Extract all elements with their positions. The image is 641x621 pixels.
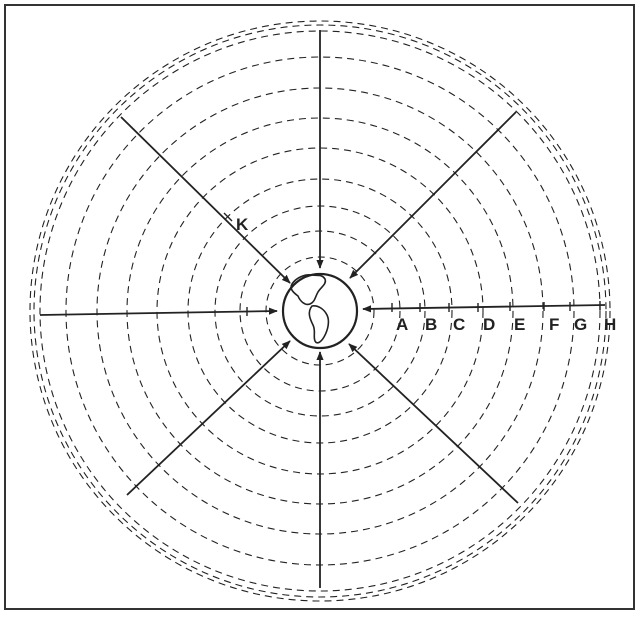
ray-top-right <box>350 112 516 278</box>
ray-ticks <box>224 213 600 316</box>
ring-label-g: G <box>574 315 587 334</box>
ring-label-d: D <box>483 315 495 334</box>
ray-top-left <box>121 117 290 283</box>
ray-left <box>40 311 277 315</box>
ring-label-h: H <box>604 315 616 334</box>
ring-label-b: B <box>425 315 437 334</box>
ray-label-k: K <box>236 215 249 234</box>
ring-labels: A B C D E F G H <box>396 315 616 334</box>
ring-label-a: A <box>396 315 408 334</box>
ring-label-e: E <box>514 315 525 334</box>
globe-outline <box>283 274 357 348</box>
ring-label-c: C <box>453 315 465 334</box>
earth-globe-icon <box>283 274 357 348</box>
ray-bottom-right <box>349 344 518 503</box>
ring-label-f: F <box>549 315 559 334</box>
ray-bottom-left <box>127 341 290 495</box>
